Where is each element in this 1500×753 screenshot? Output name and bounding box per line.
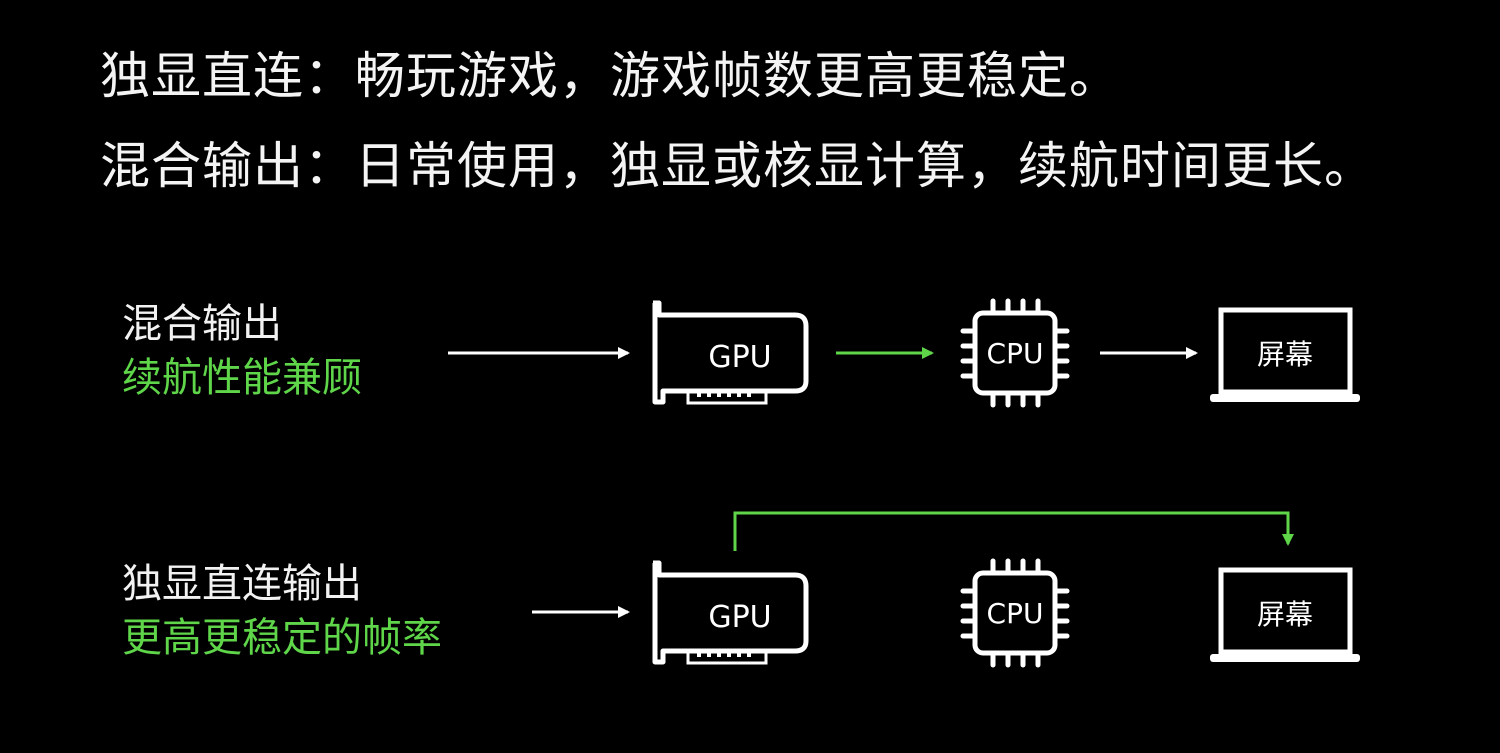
gpu-icon: GPU: [652, 300, 809, 405]
row-direct-label: 独显直连输出 更高更稳定的帧率: [122, 557, 442, 665]
cpu-label: CPU: [987, 337, 1044, 370]
headline-direct-connect: 独显直连：畅玩游戏，游戏帧数更高更稳定。: [100, 47, 1120, 105]
gpu-label-direct: GPU: [708, 600, 771, 635]
cpu-icon-direct: CPU: [960, 558, 1070, 668]
screen-label: 屏幕: [1257, 338, 1313, 371]
screen-icon: 屏幕: [1210, 307, 1360, 402]
screen-icon-direct: 屏幕: [1210, 567, 1360, 662]
row-direct-subtitle: 更高更稳定的帧率: [122, 615, 442, 661]
arrow-gpu-direct-to-screen: [733, 511, 1294, 551]
headline-hybrid-output: 混合输出：日常使用，独显或核显计算，续航时间更长。: [100, 137, 1375, 195]
row-direct-title: 独显直连输出: [122, 561, 362, 607]
gpu-label: GPU: [708, 340, 771, 375]
cpu-label-direct: CPU: [987, 597, 1044, 630]
row-hybrid-subtitle: 续航性能兼顾: [122, 355, 362, 401]
cpu-icon: CPU: [960, 298, 1070, 408]
row-hybrid-title: 混合输出: [122, 301, 282, 347]
screen-label-direct: 屏幕: [1257, 598, 1313, 631]
gpu-icon-direct: GPU: [652, 560, 809, 665]
row-hybrid-label: 混合输出 续航性能兼顾: [122, 297, 362, 405]
